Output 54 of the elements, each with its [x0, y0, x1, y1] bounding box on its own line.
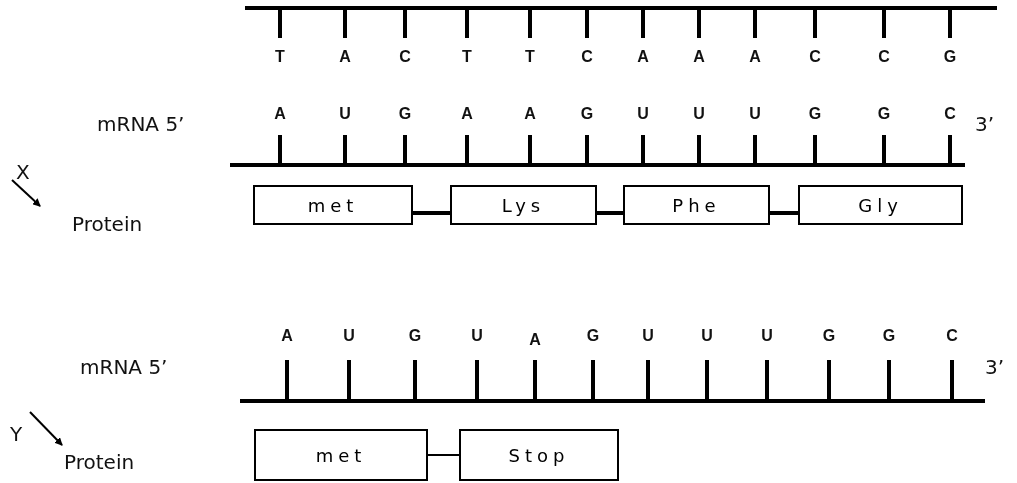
nucleotide-base: U	[471, 327, 483, 345]
nucleotide-base: A	[524, 105, 536, 123]
nucleotide-base: G	[822, 327, 836, 345]
nucleotide-base: U	[339, 105, 351, 123]
connector-line	[413, 211, 450, 215]
nucleotide-base: T	[462, 48, 472, 66]
nucleotide-base: U	[642, 327, 654, 345]
text-label: 3’	[985, 355, 1005, 379]
nucleotide-base: G	[398, 105, 412, 123]
text-label: X	[16, 160, 30, 184]
nucleotide-base: U	[693, 105, 705, 123]
nucleotide-base: G	[408, 327, 422, 345]
nucleotide-base: A	[637, 48, 649, 66]
nucleotide-base: C	[878, 48, 890, 66]
nucleotide-base: C	[581, 48, 593, 66]
amino-acid-box: Lys	[450, 185, 597, 225]
nucleotide-base: C	[944, 105, 956, 123]
nucleotide-base: T	[525, 48, 535, 66]
text-label: 3’	[975, 112, 995, 136]
amino-acid-box: Gly	[798, 185, 963, 225]
nucleotide-base: A	[274, 105, 286, 123]
nucleotide-base: U	[749, 105, 761, 123]
nucleotide-base: A	[529, 331, 541, 349]
text-label: Protein	[64, 450, 135, 474]
nucleotide-base: A	[461, 105, 473, 123]
nucleotide-base: C	[809, 48, 821, 66]
amino-acid-box: met	[254, 429, 428, 481]
nucleotide-base: C	[399, 48, 411, 66]
nucleotide-base: G	[882, 327, 896, 345]
text-label: mRNA 5’	[97, 112, 185, 136]
amino-acid-box: Stop	[459, 429, 619, 481]
nucleotide-base: G	[586, 327, 600, 345]
connector-line	[770, 211, 798, 215]
nucleotide-base: A	[693, 48, 705, 66]
amino-acid-box: Phe	[623, 185, 770, 225]
amino-acid-box: met	[253, 185, 413, 225]
nucleotide-base: G	[808, 105, 822, 123]
nucleotide-base: G	[943, 48, 957, 66]
text-label: Y	[10, 422, 23, 446]
text-label: Protein	[72, 212, 143, 236]
nucleotide-base: A	[339, 48, 351, 66]
nucleotide-base: U	[701, 327, 713, 345]
nucleotide-base: U	[343, 327, 355, 345]
nucleotide-base: U	[637, 105, 649, 123]
nucleotide-base: G	[580, 105, 594, 123]
nucleotide-base: T	[275, 48, 285, 66]
nucleotide-base: C	[946, 327, 958, 345]
nucleotide-base: G	[877, 105, 891, 123]
nucleotide-base: A	[749, 48, 761, 66]
connector-line	[427, 454, 460, 456]
text-label: mRNA 5’	[80, 355, 168, 379]
nucleotide-base: A	[281, 327, 293, 345]
connector-line	[597, 211, 623, 215]
nucleotide-base: U	[761, 327, 773, 345]
